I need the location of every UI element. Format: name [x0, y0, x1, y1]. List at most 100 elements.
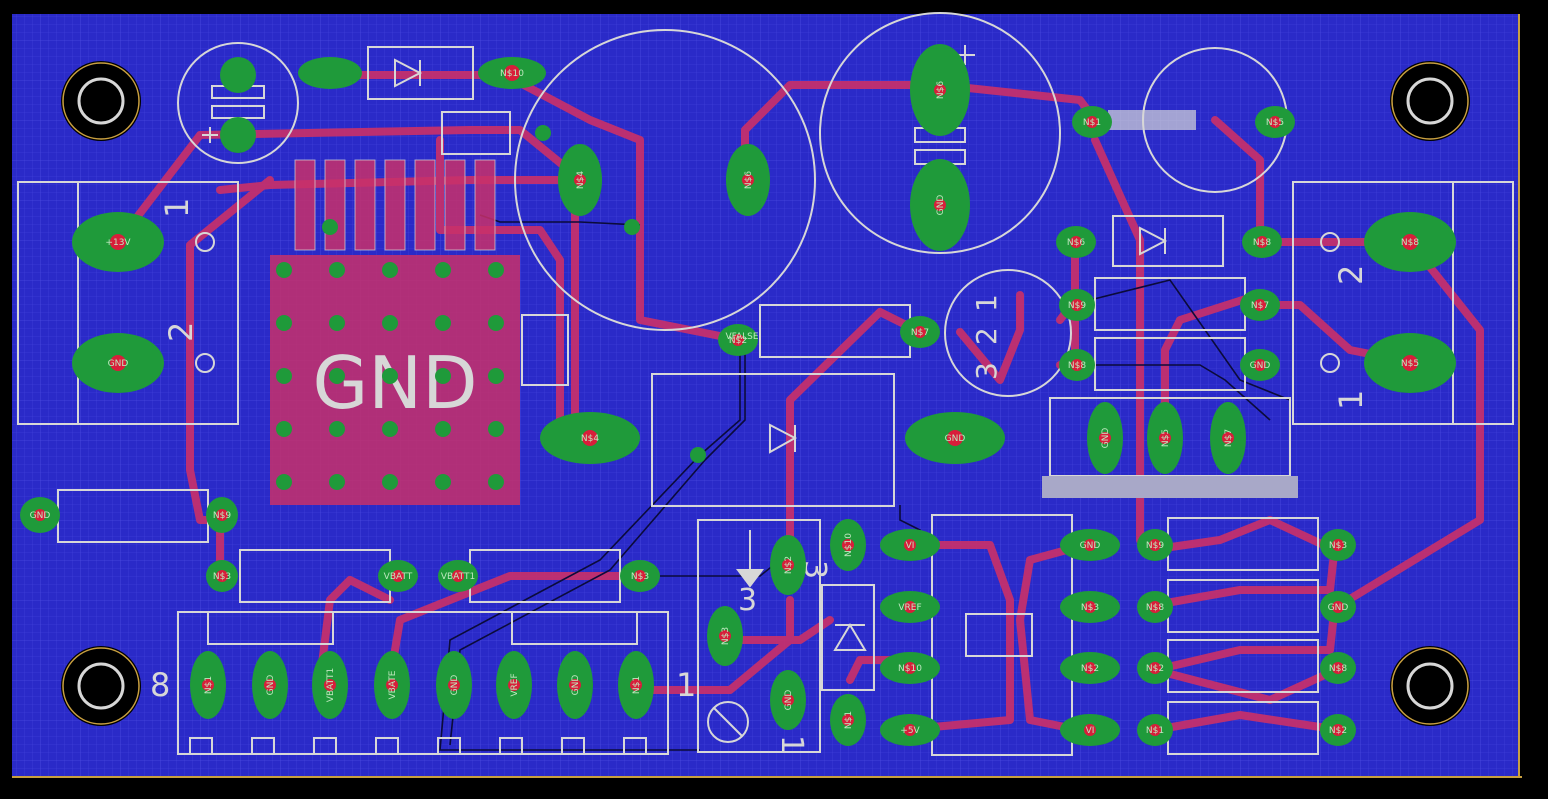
thermal-via	[435, 474, 451, 490]
pad-label: N$1	[204, 676, 214, 694]
pad-34: N$10	[830, 519, 866, 571]
pad-label: N$1	[844, 711, 854, 729]
pad-drill	[934, 199, 946, 211]
thermal-via	[435, 368, 451, 384]
silk-header-pin8: 8	[150, 666, 170, 704]
thermal-via	[329, 315, 345, 331]
pad-31: N$2	[770, 535, 806, 595]
pad-extra-0	[220, 57, 256, 93]
thermal-via	[382, 368, 398, 384]
pad-drill	[1332, 724, 1344, 736]
pad-55: VBATE	[374, 651, 410, 719]
pad-drill	[904, 539, 916, 551]
pad-drill	[452, 570, 464, 582]
silk-tr-pin2: 2	[970, 327, 1003, 345]
pad-label: N$8	[1146, 603, 1164, 613]
thermal-via	[435, 315, 451, 331]
pad-drill	[1084, 724, 1096, 736]
pad-label: GND	[1080, 541, 1101, 551]
pad-drill	[634, 570, 646, 582]
pad-drill	[392, 570, 404, 582]
thermal-via	[382, 421, 398, 437]
pad-15: N$8	[1242, 226, 1282, 258]
thermal-via	[329, 262, 345, 278]
board-outline-bottom	[12, 776, 1522, 778]
pad-17: N$2	[718, 324, 758, 356]
pad-16: N$6	[1056, 226, 1096, 258]
mounting-hole-top-right	[1390, 61, 1470, 141]
thermal-via	[329, 368, 345, 384]
silk-pot-pin1: 1	[774, 735, 809, 754]
pad-drill	[934, 84, 946, 96]
mounting-holes	[61, 61, 1470, 726]
pad-label: N$5	[1266, 118, 1284, 128]
pad-drill	[1332, 539, 1344, 551]
pad-label: N$10	[844, 533, 854, 557]
pad-drill	[1159, 432, 1171, 444]
pad-5: GND	[910, 159, 970, 251]
silk-header-pin1: 1	[676, 666, 696, 704]
silk-pot-pin3-b: 3	[738, 583, 757, 618]
pad-32: N$3	[707, 606, 743, 666]
pad-label: VBATT1	[441, 572, 475, 582]
pad-0: +13V	[72, 212, 164, 272]
pad-label: N$2	[1329, 726, 1347, 736]
pad-drill	[324, 679, 336, 691]
pad-20: N$7	[1240, 289, 1280, 321]
pad-drill	[264, 679, 276, 691]
thermal-via	[276, 421, 292, 437]
pad-drill	[1402, 355, 1418, 371]
via	[322, 219, 338, 235]
thermal-via	[276, 368, 292, 384]
pad-23: N$8	[1059, 349, 1095, 381]
pad-label: N$10	[898, 664, 922, 674]
pad-label: GND	[571, 675, 581, 696]
pad-24: N$3	[620, 560, 660, 592]
pad-extra-2	[298, 57, 362, 89]
pad-label: GND	[936, 195, 946, 216]
pad-label: N$9	[1146, 541, 1164, 551]
pad-drill	[110, 355, 126, 371]
pad-label: GND	[784, 690, 794, 711]
pad-drill	[1149, 539, 1161, 551]
pad-drill	[1222, 432, 1234, 444]
pad-1: GND	[72, 333, 164, 393]
pad-drill	[1086, 116, 1098, 128]
thermal-via	[488, 368, 504, 384]
pad-drill	[574, 174, 586, 186]
pad-label: VFALSE	[725, 332, 758, 342]
pad-30: N$7	[1210, 402, 1246, 474]
mounting-hole-bottom-right	[1390, 646, 1470, 726]
pad-label: N$2	[784, 556, 794, 574]
pad-label: N$8	[1401, 238, 1419, 248]
pad-36: VI	[880, 529, 940, 561]
pad-drill	[1332, 601, 1344, 613]
pad-drill	[569, 679, 581, 691]
pad-label: GND	[450, 675, 460, 696]
thermal-via	[382, 474, 398, 490]
pad-drill	[914, 326, 926, 338]
pad-drill	[202, 679, 214, 691]
pad-drill	[1071, 359, 1083, 371]
pad-8: N$4	[540, 412, 640, 464]
pad-43: VI	[1060, 714, 1120, 746]
silk-numbers: 1 2 2 1 8 1 3 3 1 1 2 3	[150, 198, 1370, 754]
pad-49: GND	[1320, 591, 1356, 623]
pad-drill	[842, 539, 854, 551]
pad-drill	[1332, 662, 1344, 674]
pad-drill	[34, 509, 46, 521]
pad-6: N$4	[558, 144, 602, 216]
pad-label: VREF	[898, 603, 921, 613]
pad-drill	[1402, 234, 1418, 250]
thermal-via	[488, 262, 504, 278]
pad-21: GND	[1240, 349, 1280, 381]
pad-label: N$3	[1081, 603, 1099, 613]
pad-label: VBATT1	[326, 668, 336, 702]
pad-label: N$7	[911, 328, 929, 338]
pad-drill	[1256, 236, 1268, 248]
pad-label: N$5	[1161, 429, 1171, 447]
pad-11: N$10	[478, 57, 546, 89]
silk-tr-pin1: 1	[970, 294, 1003, 312]
silk-tr-pin3: 3	[970, 362, 1003, 380]
